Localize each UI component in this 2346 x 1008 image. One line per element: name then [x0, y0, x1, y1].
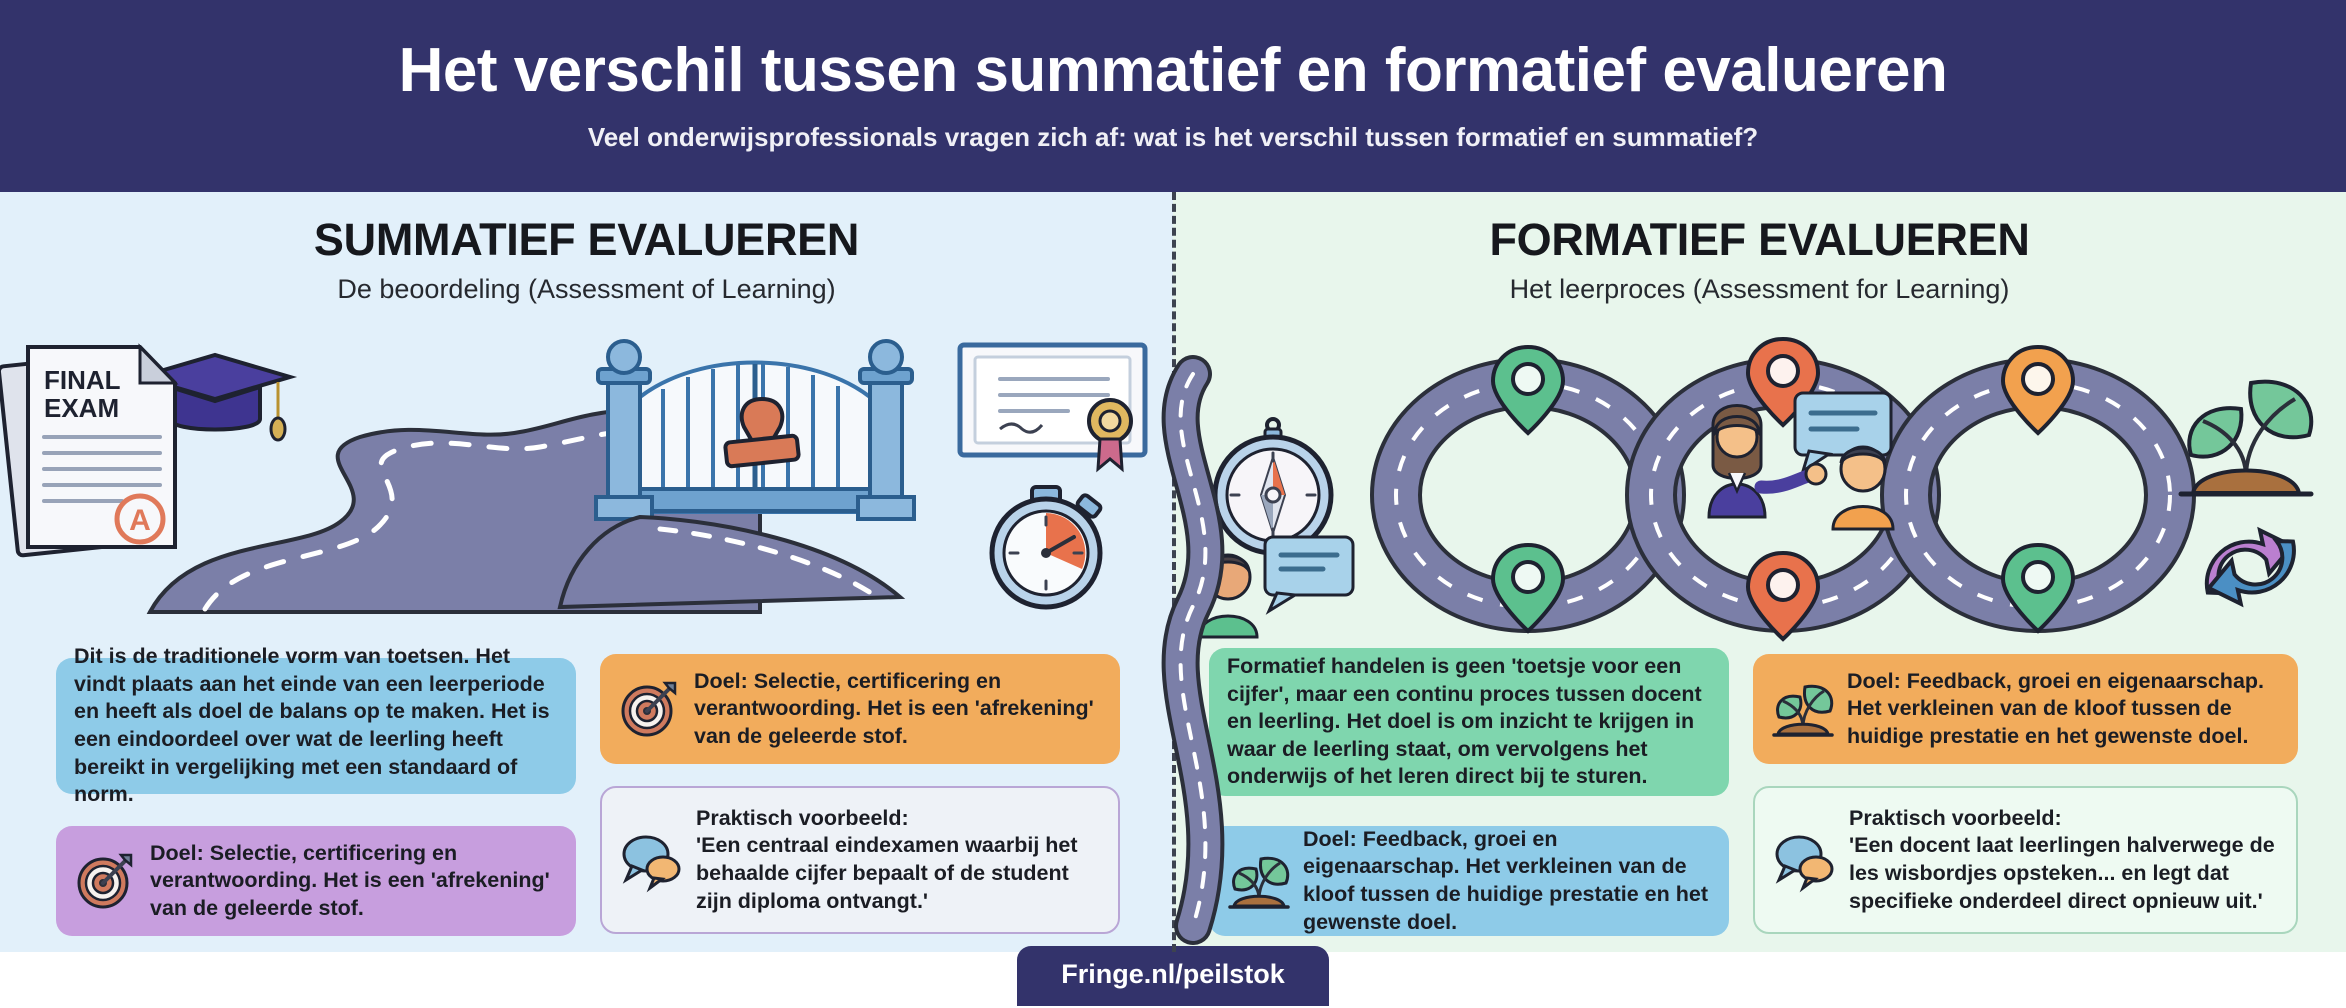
graduation-cap-icon	[132, 352, 298, 442]
sprout-growth-icon	[2178, 379, 2314, 497]
footer-badge-link[interactable]: Fringe.nl/peilstok	[1017, 946, 1329, 1006]
formative-subtitle: Het leerproces (Assessment for Learning)	[1509, 274, 2010, 304]
formative-title: FORMATIEF EVALUEREN	[1489, 214, 2030, 265]
formative-example-heading: Praktisch voorbeeld:	[1849, 805, 2062, 830]
stamp-icon	[723, 396, 801, 469]
footer-bar: Fringe.nl/peilstok	[0, 946, 2346, 1008]
formative-goal-blue-box: Doel: Feedback, groei en eigenaarschap. …	[1209, 826, 1729, 936]
divider-winding-road	[1138, 355, 1248, 945]
summative-subtitle: De beoordeling (Assessment of Learning)	[337, 274, 836, 304]
target-icon	[74, 850, 136, 912]
certificate-icon	[957, 342, 1148, 473]
formative-description-text: Formatief handelen is geen 'toetsje voor…	[1227, 654, 1702, 789]
sprout-icon	[1227, 850, 1290, 912]
header-banner: Het verschil tussen summatief en formati…	[0, 0, 2346, 192]
summative-heading-group: SUMMATIEF EVALUEREN De beoordeling (Asse…	[0, 214, 1173, 305]
page-title: Het verschil tussen summatief en formati…	[398, 35, 1948, 105]
page-subtitle: Veel onderwijsprofessionals vragen zich …	[587, 121, 1759, 152]
teacher-student-icon	[1707, 391, 1895, 531]
formative-goal-orange-box: Doel: Feedback, groei en eigenaarschap. …	[1753, 654, 2298, 764]
summative-goal-orange-heading: Doel:	[694, 668, 748, 693]
summative-goal-orange-text: Selectie, certificering en verantwoordin…	[694, 668, 1094, 748]
formative-heading-group: FORMATIEF EVALUEREN Het leerproces (Asse…	[1173, 214, 2346, 305]
cycle-arrows-icon	[2204, 526, 2296, 608]
summative-title: SUMMATIEF EVALUEREN	[313, 214, 860, 265]
exam-grade-letter: A	[129, 504, 151, 537]
summative-description-text: Dit is de traditionele vorm van toetsen.…	[74, 644, 550, 807]
map-pin-amber-top	[2000, 344, 2076, 436]
final-exam-paper-icon: FINAL EXAM A	[0, 343, 179, 558]
summative-panel: SUMMATIEF EVALUEREN De beoordeling (Asse…	[0, 192, 1173, 952]
formative-goal-orange-heading: Doel:	[1847, 668, 1901, 693]
map-pin-orange-bottom	[1745, 550, 1821, 642]
exam-title-line1: FINAL	[44, 365, 121, 395]
panel-divider	[1172, 192, 1179, 952]
formative-goal-blue-heading: Doel:	[1303, 826, 1357, 851]
summative-goal-purple-heading: Doel:	[150, 840, 204, 865]
sprout-icon	[1771, 678, 1834, 740]
map-pin-green-bottom	[1490, 542, 1566, 634]
map-pin-green-top	[1490, 344, 1566, 436]
summative-description-box: Dit is de traditionele vorm van toetsen.…	[56, 644, 576, 806]
formative-boxes: Formatief handelen is geen 'toetsje voor…	[1173, 644, 2346, 944]
formative-description-box: Formatief handelen is geen 'toetsje voor…	[1209, 648, 1729, 796]
chat-bubbles-icon	[620, 829, 682, 893]
formative-illustration	[1173, 336, 2346, 642]
summative-example-heading: Praktisch voorbeeld:	[696, 805, 909, 830]
summative-example-text: 'Een centraal eindexamen waarbij het beh…	[696, 833, 1078, 913]
formative-goal-blue-text: Feedback, groei en eigenaarschap. Het ve…	[1303, 826, 1708, 934]
summative-goal-purple-box: Doel: Selectie, certificering en verantw…	[56, 826, 576, 936]
exam-title-line2: EXAM	[44, 393, 119, 423]
formative-goal-orange-text: Feedback, groei en eigenaarschap. Het ve…	[1847, 668, 2265, 748]
formative-example-box: Praktisch voorbeeld: 'Een docent laat lee…	[1753, 786, 2298, 934]
chat-bubbles-icon	[1773, 829, 1835, 893]
summative-boxes: Dit is de traditionele vorm van toetsen.…	[0, 644, 1173, 944]
summative-illustration: FINAL EXAM A	[0, 337, 1173, 617]
stopwatch-icon	[989, 485, 1103, 610]
formative-panel: FORMATIEF EVALUEREN Het leerproces (Asse…	[1173, 192, 2346, 952]
map-pin-green-right-bottom	[2000, 542, 2076, 634]
summative-goal-purple-text: Selectie, certificering en verantwoordin…	[150, 840, 550, 920]
target-icon	[618, 678, 680, 740]
formative-example-text: 'Een docent laat leerlingen halverwege d…	[1849, 833, 2275, 913]
summative-goal-orange-box: Doel: Selectie, certificering en verantw…	[600, 654, 1120, 764]
summative-example-box: Praktisch voorbeeld: 'Een centraal eindex…	[600, 786, 1120, 934]
